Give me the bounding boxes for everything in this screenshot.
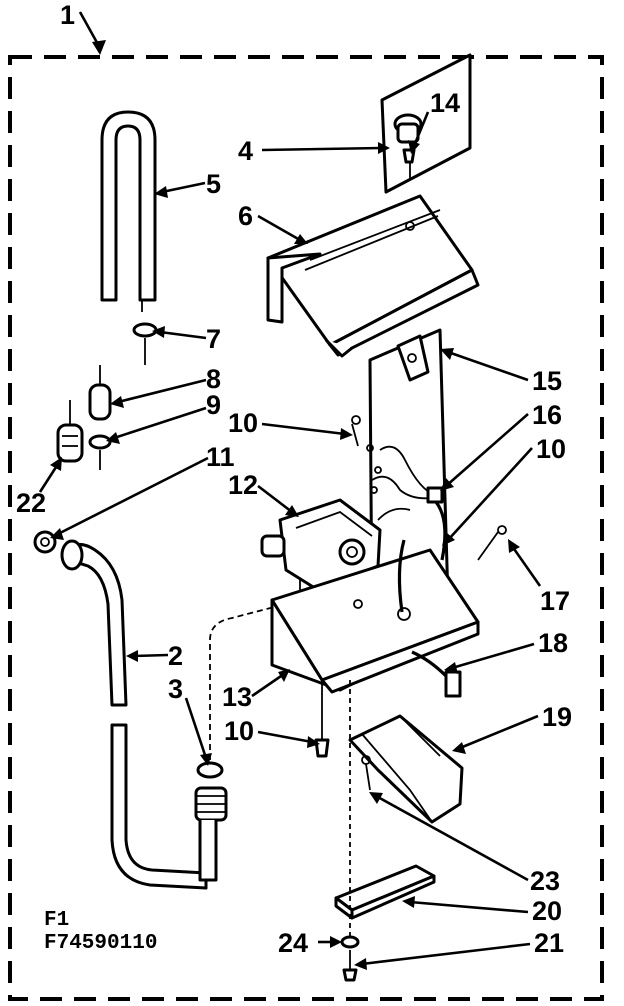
callout-7: 7: [206, 324, 221, 354]
callout-18: 18: [538, 628, 568, 658]
caption-figure-code: F1: [44, 909, 69, 932]
part-3-washer: [196, 761, 224, 779]
callout-12: 12: [228, 470, 258, 500]
caption-part-number: F74590110: [44, 932, 157, 955]
callout-1: 1: [60, 0, 75, 30]
callout-24: 24: [278, 928, 308, 958]
part-2-hose: [60, 539, 208, 890]
part-22-fitting: [56, 400, 84, 463]
part-12-switch: [260, 498, 382, 600]
callout-19: 19: [542, 702, 572, 732]
callout-21: 21: [534, 928, 564, 958]
callout-labels: 1 2 3 4 5 6 7 8 9 10 10 10 11 12 13 14 1…: [16, 0, 572, 958]
part-24-washer: [340, 935, 360, 949]
callout-10-lower: 10: [224, 716, 254, 746]
part-9-washer: [88, 434, 112, 450]
part-17-screw: [477, 525, 507, 561]
part-16-wire-harness: [366, 444, 447, 561]
callout-10-right: 10: [536, 434, 566, 464]
part-19-tray: [348, 714, 464, 824]
part-6-cover: [266, 194, 480, 358]
callout-13: 13: [222, 682, 252, 712]
callout-8: 8: [206, 364, 221, 394]
leader-1: [78, 11, 106, 55]
part-20-bracket: [334, 864, 436, 920]
callout-2: 2: [168, 641, 183, 671]
callout-23: 23: [530, 866, 560, 896]
part-3-spring-fitting: [194, 786, 228, 882]
callout-16: 16: [532, 400, 562, 430]
callout-22: 22: [16, 488, 46, 518]
callout-10-upper: 10: [228, 408, 258, 438]
callout-9: 9: [206, 390, 221, 420]
leader-lines: [38, 111, 542, 970]
part-8-fitting: [88, 365, 112, 421]
part-4-panel: [380, 53, 472, 194]
part-11-cap: [33, 530, 57, 554]
callout-5: 5: [206, 169, 221, 199]
part-7-washer: [132, 322, 158, 338]
callout-15: 15: [532, 366, 562, 396]
part-23-screw: [361, 755, 371, 791]
callout-17: 17: [540, 586, 570, 616]
part-13-bracket: [270, 539, 480, 694]
part-5-j-tube: [100, 110, 157, 312]
part-21-screw: [342, 950, 358, 982]
callout-20: 20: [532, 896, 562, 926]
callout-4: 4: [238, 136, 253, 166]
assembly-boundary: [8, 55, 604, 1001]
callout-3: 3: [168, 674, 183, 704]
callout-11: 11: [206, 442, 235, 472]
callout-14: 14: [430, 88, 460, 118]
part-10-screw-upper: [351, 415, 361, 447]
callout-6: 6: [238, 201, 253, 231]
